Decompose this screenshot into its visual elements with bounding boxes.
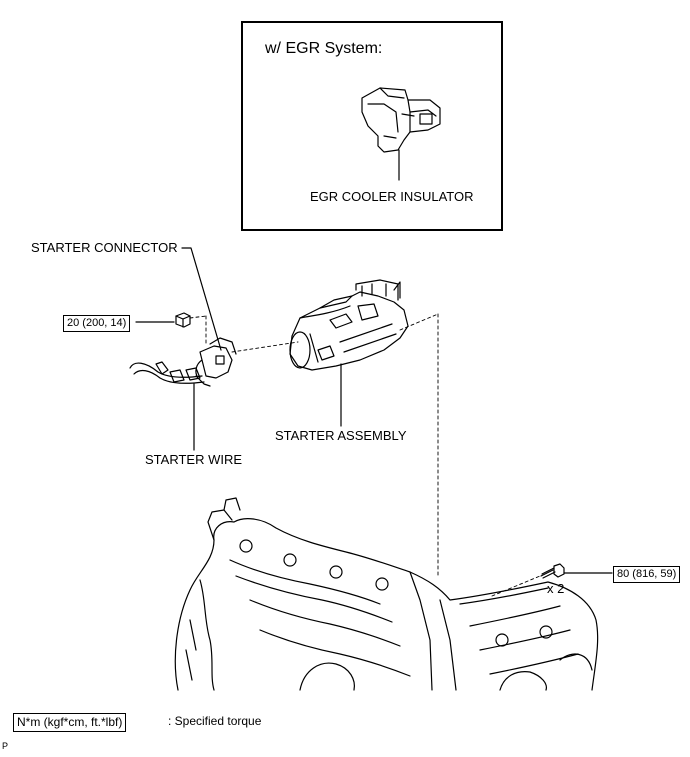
egr-system-inset-panel: w/ EGR System: xyxy=(241,21,503,231)
bolt-quantity-label: x 2 xyxy=(547,581,565,596)
starter-assembly-label: STARTER ASSEMBLY xyxy=(275,428,407,443)
starter-connector-leader-line xyxy=(181,247,222,351)
nut-torque-spec: 20 (200, 14) xyxy=(63,315,131,332)
alignment-dashed-lines xyxy=(189,313,541,597)
torque-legend-description: : Specified torque xyxy=(168,714,262,728)
egr-cooler-insulator-label: EGR COOLER INSULATOR xyxy=(310,189,474,204)
torque-unit-legend-box: N*m (kgf*cm, ft.*lbf) xyxy=(13,713,127,732)
figure-mark: P xyxy=(2,741,9,751)
engine-block-illustration xyxy=(174,497,599,691)
bolt-illustration xyxy=(540,563,565,579)
starter-wire-illustration xyxy=(129,337,237,387)
egr-panel-title: w/ EGR System: xyxy=(265,40,383,57)
starter-wire-label: STARTER WIRE xyxy=(145,452,243,467)
egr-cooler-insulator-illustration xyxy=(361,87,441,153)
starter-assembly-illustration xyxy=(289,279,409,371)
bolt-torque-spec: 80 (816, 59) xyxy=(613,566,681,583)
starter-connector-label: STARTER CONNECTOR xyxy=(31,240,178,255)
nut-illustration xyxy=(175,312,191,328)
